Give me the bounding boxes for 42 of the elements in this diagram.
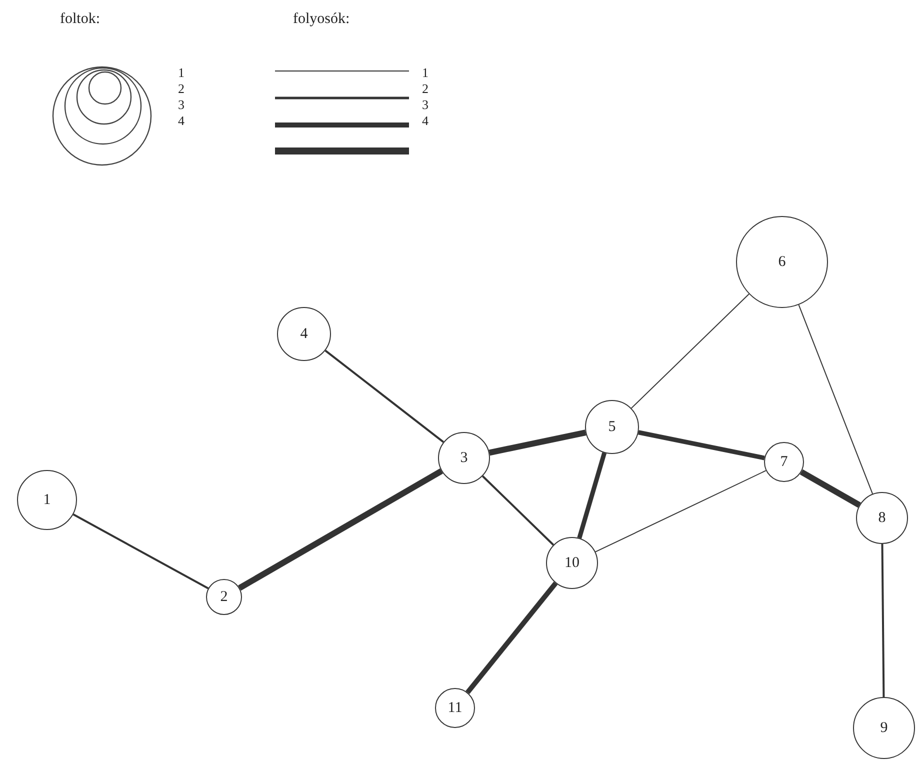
connector-line [798, 304, 874, 494]
node-label: 6 [778, 254, 786, 270]
node-label: 11 [448, 700, 462, 716]
node-label: 1 [43, 492, 51, 508]
connector-line [466, 582, 558, 694]
legend-class-number: 3 [178, 98, 184, 111]
connector-line [238, 468, 443, 591]
node-circle [764, 442, 804, 482]
legend-class-number: 1 [422, 66, 428, 79]
node-circle [206, 579, 242, 615]
node-label: 3 [460, 450, 468, 466]
node-circle [856, 492, 908, 544]
node-label: 9 [880, 720, 888, 736]
node-circle [585, 400, 639, 454]
node-label: 10 [564, 556, 580, 570]
node-label: 8 [878, 510, 886, 526]
legend-class-number: 3 [422, 98, 428, 111]
connector-line [594, 470, 766, 552]
node-label: 5 [608, 420, 616, 434]
node-label: 2 [220, 590, 228, 604]
node-circle [435, 688, 475, 728]
connector-line [577, 452, 607, 539]
connector-line [630, 294, 750, 409]
connector-line [800, 469, 861, 508]
connector-line [638, 430, 765, 460]
connector-line [72, 514, 209, 590]
node-circle [438, 432, 490, 484]
legend-heading: foltok: [60, 12, 100, 27]
legend-class-number: 2 [178, 82, 184, 95]
connector-line [482, 475, 554, 546]
node-label: 4 [300, 326, 308, 342]
connector-line [324, 350, 444, 443]
node-circle [277, 307, 331, 361]
legend-class-number: 4 [422, 114, 428, 127]
legend-class-number: 4 [178, 114, 184, 127]
connector-line [881, 544, 885, 697]
legend-class-number: 2 [422, 82, 428, 95]
node-circle [546, 537, 598, 589]
connector-line [488, 430, 586, 456]
legend-class-number: 1 [178, 66, 184, 79]
legend-heading: folyosók: [293, 12, 350, 27]
node-label: 7 [780, 454, 788, 470]
